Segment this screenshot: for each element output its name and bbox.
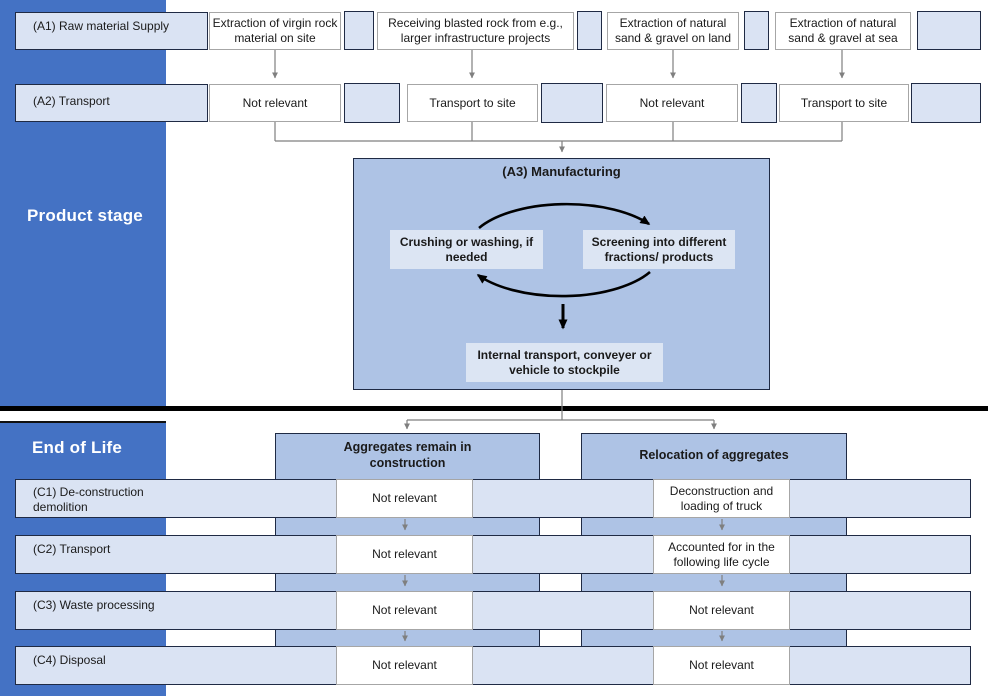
- row-a1-label-box: (A1) Raw material Supply: [15, 12, 208, 50]
- product-stage-label: Product stage: [27, 206, 143, 225]
- a1-cell-blasted-rock: Receiving blasted rock from e.g., larger…: [377, 12, 574, 50]
- a1-spacer-1: [344, 11, 374, 50]
- manufacturing-title: (A3) Manufacturing: [502, 164, 621, 179]
- stage-divider-line: [0, 406, 988, 411]
- row-a2-label-box: (A2) Transport: [15, 84, 208, 122]
- a1-spacer-2: [577, 11, 602, 50]
- row-c4-label: (C4) Disposal: [33, 653, 106, 667]
- row-a2-label: (A2) Transport: [33, 94, 110, 108]
- a2-cell-2: Transport to site: [407, 84, 538, 122]
- row-c2-label: (C2) Transport: [33, 542, 111, 556]
- a2-spacer-3: [741, 83, 777, 123]
- row-c1-label: (C1) De-construction demolition: [33, 485, 144, 514]
- row-c4: (C4) Disposal: [15, 646, 971, 685]
- a1-cell-sand-gravel-land: Extraction of natural sand & gravel on l…: [607, 12, 739, 50]
- eol-column-relocation-header: Relocation of aggregates: [639, 448, 789, 463]
- c1-right-cell: Deconstruction and loading of truck: [653, 479, 790, 518]
- a1-cell-virgin-rock: Extraction of virgin rock material on si…: [209, 12, 341, 50]
- c3-left-cell: Not relevant: [336, 591, 473, 630]
- a1-cell-sand-gravel-sea: Extraction of natural sand & gravel at s…: [775, 12, 911, 50]
- c2-right-cell: Accounted for in the following life cycl…: [653, 535, 790, 574]
- eol-column-remain-label: Aggregates remain in construction: [343, 440, 472, 470]
- screening-box: Screening into different fractions/ prod…: [583, 230, 735, 269]
- a2-cell-4: Transport to site: [779, 84, 909, 122]
- sidebar-product-stage: [0, 0, 166, 406]
- c4-right-cell: Not relevant: [653, 646, 790, 685]
- a2-spacer-1: [344, 83, 400, 123]
- row-a1-label: (A1) Raw material Supply: [33, 19, 170, 33]
- a2-to-a3-connector: [274, 122, 843, 153]
- crushing-box: Crushing or washing, if needed: [390, 230, 543, 269]
- c3-right-cell: Not relevant: [653, 591, 790, 630]
- a2-cell-1: Not relevant: [209, 84, 341, 122]
- end-of-life-label: End of Life: [32, 438, 123, 457]
- row-c1: (C1) De-construction demolition: [15, 479, 971, 518]
- a1-spacer-4: [917, 11, 981, 50]
- a2-spacer-2: [541, 83, 603, 123]
- internal-transport-box: Internal transport, conveyer or vehicle …: [466, 343, 663, 382]
- a2-spacer-4: [911, 83, 981, 123]
- row-c2: (C2) Transport: [15, 535, 971, 574]
- row-c3-label: (C3) Waste processing: [33, 598, 155, 612]
- c2-left-cell: Not relevant: [336, 535, 473, 574]
- c4-left-cell: Not relevant: [336, 646, 473, 685]
- a1-spacer-3: [744, 11, 769, 50]
- c1-left-cell: Not relevant: [336, 479, 473, 518]
- row-c3: (C3) Waste processing: [15, 591, 971, 630]
- eol-column-remain-header: Aggregates remain in construction: [275, 433, 540, 479]
- a2-cell-3: Not relevant: [606, 84, 738, 122]
- a1-to-a2-arrows: [272, 50, 845, 79]
